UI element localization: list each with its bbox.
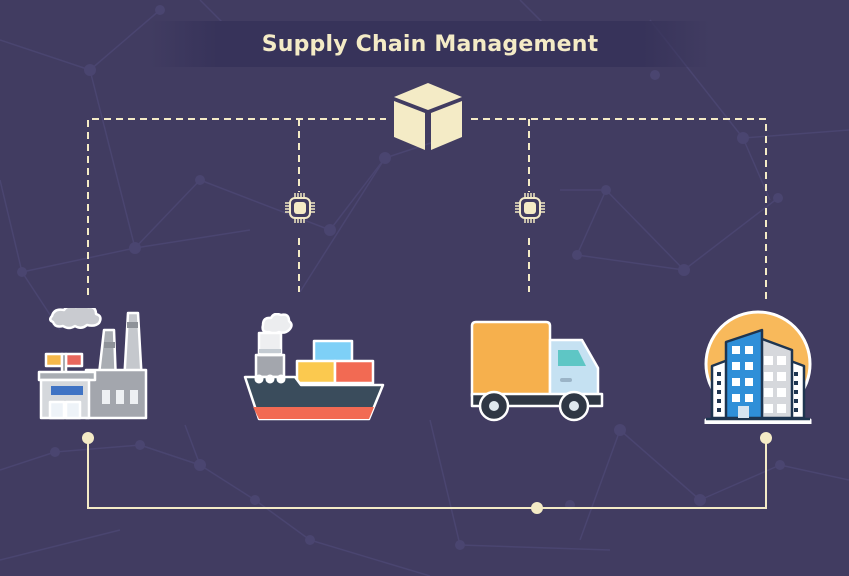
package-box-icon bbox=[394, 83, 462, 150]
title-banner: Supply Chain Management bbox=[150, 21, 710, 67]
factory-icon bbox=[37, 308, 148, 420]
page-title: Supply Chain Management bbox=[261, 31, 599, 57]
factory-dot bbox=[82, 432, 94, 444]
building-dot bbox=[760, 432, 772, 444]
cargo-ship-icon bbox=[243, 313, 385, 421]
center-dot bbox=[531, 502, 543, 514]
microchip-icon bbox=[285, 193, 315, 223]
office-building-icon bbox=[704, 310, 812, 424]
delivery-truck-icon bbox=[470, 320, 604, 422]
microchip-icon bbox=[515, 193, 545, 223]
